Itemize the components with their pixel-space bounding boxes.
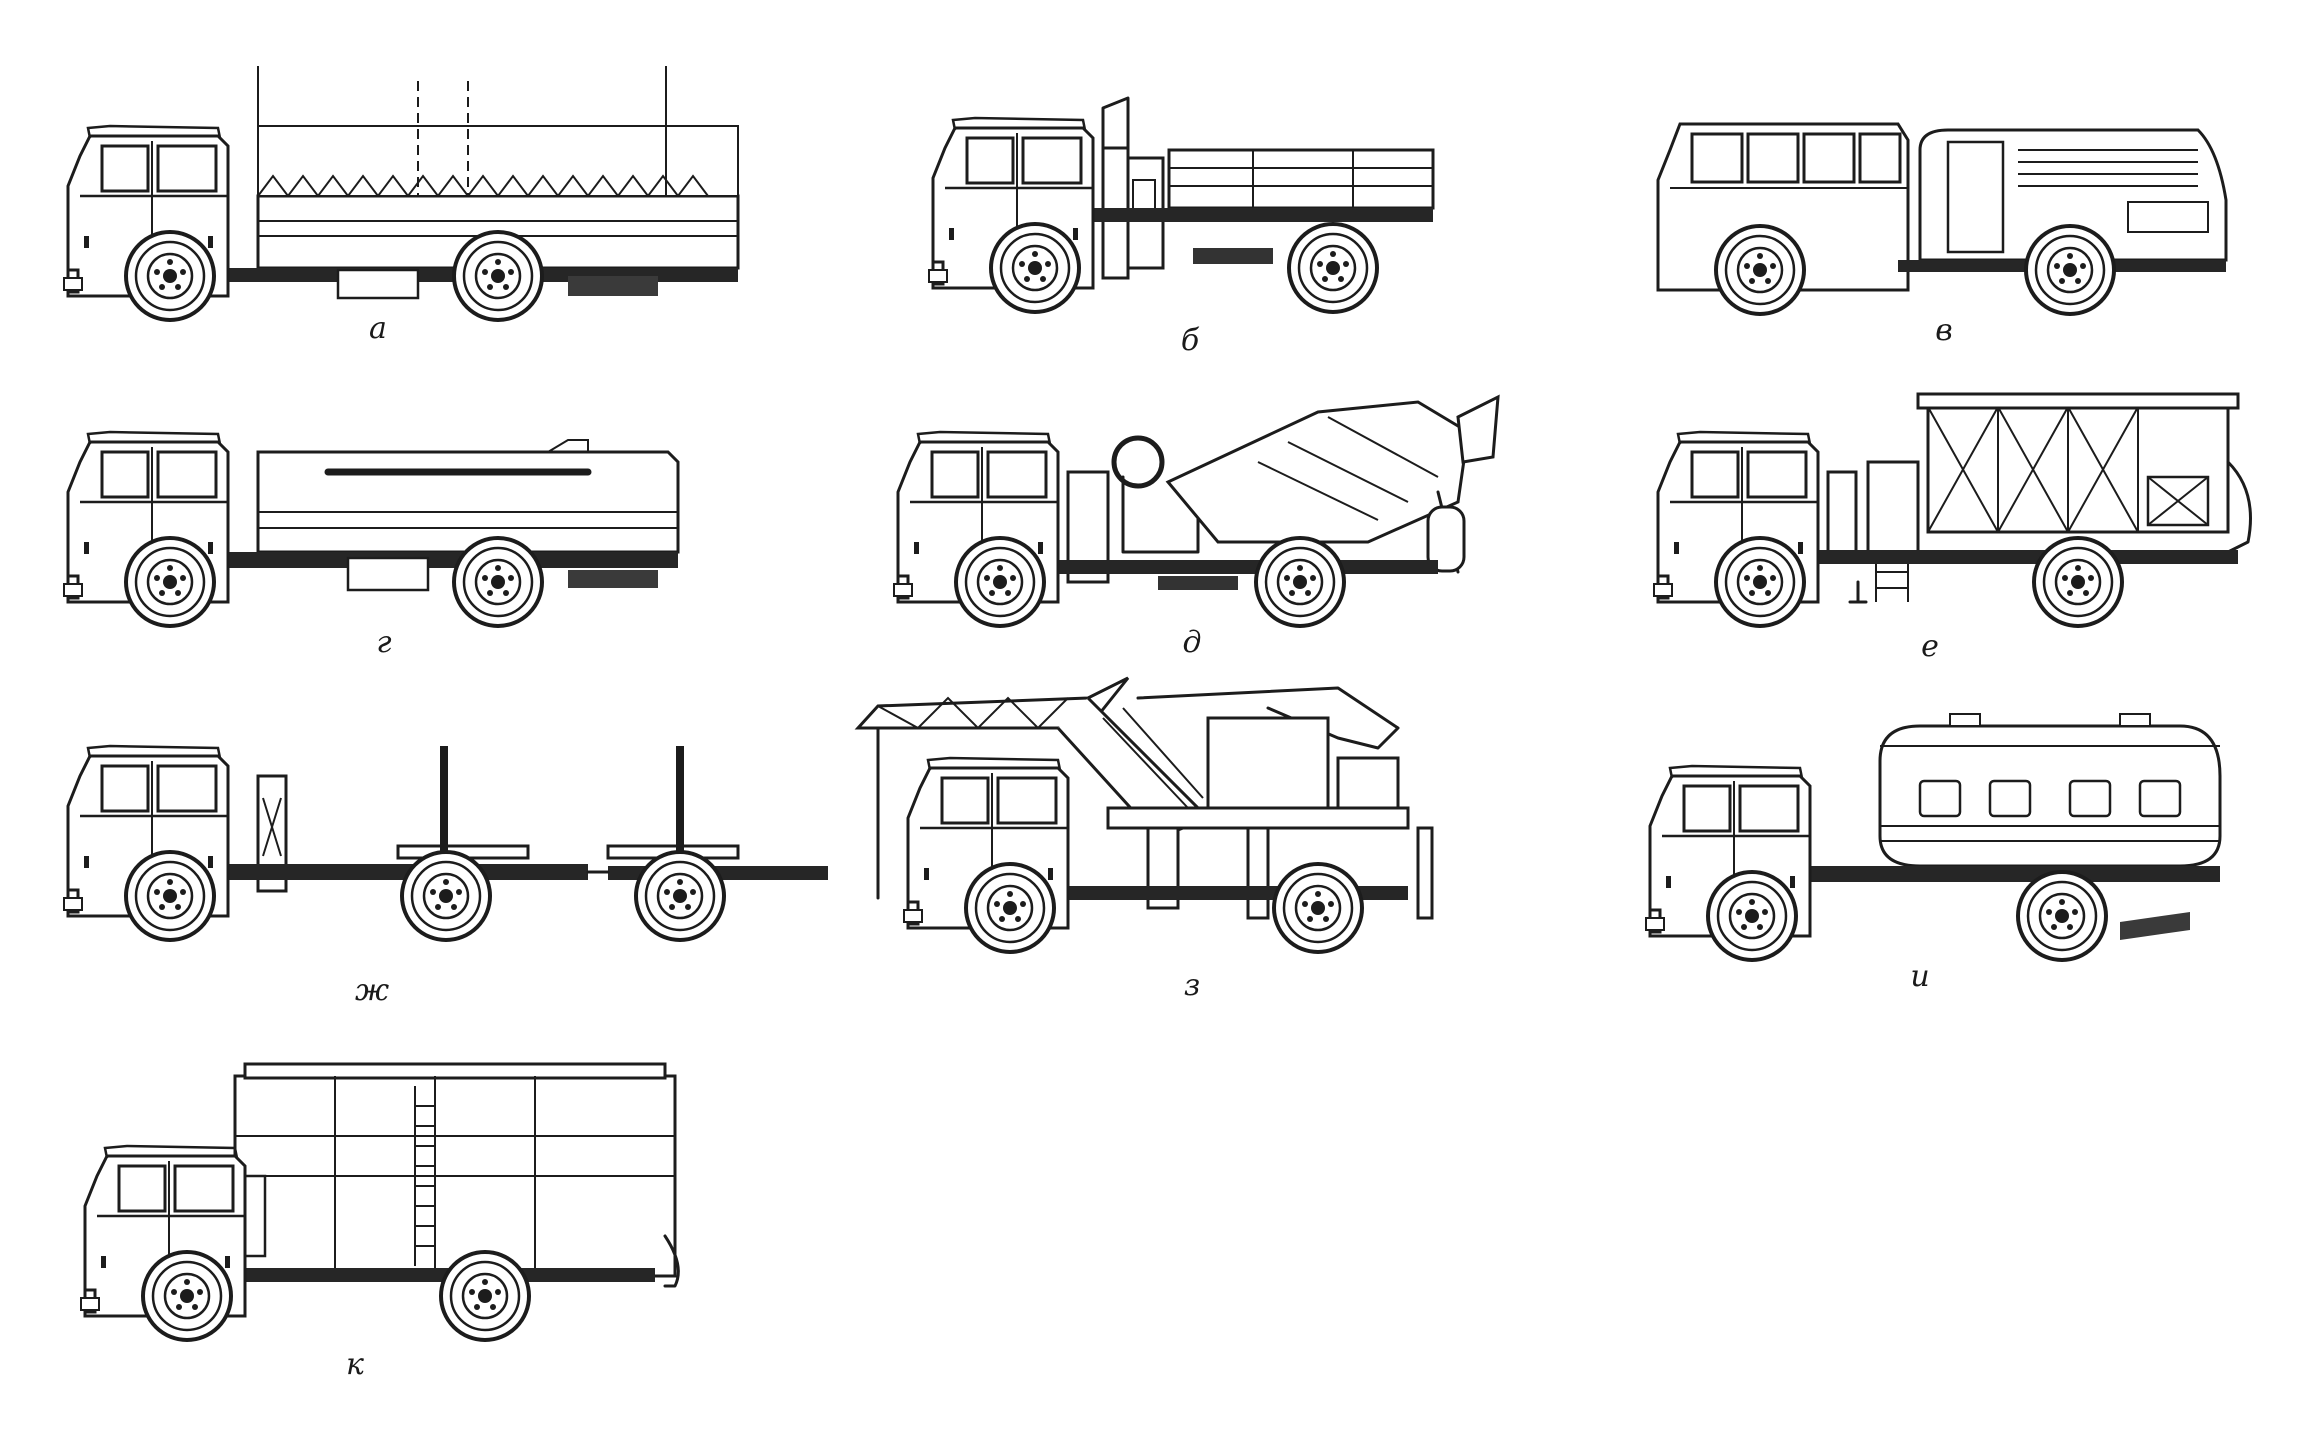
panel-v-van-truck — [1656, 122, 2228, 316]
panel-g-label: г — [376, 625, 391, 660]
panel-z-truck-crane — [854, 676, 1434, 954]
panel-zh-label: ж — [355, 973, 389, 1008]
panel-k-label: к — [346, 1347, 364, 1382]
panel-e-label: е — [1921, 629, 1939, 664]
panel-i-tank-truck — [1644, 713, 2222, 962]
panel-k-box-truck — [79, 1062, 680, 1342]
panel-i-label: и — [1910, 959, 1929, 994]
panel-a-flatbed-truck — [62, 66, 740, 322]
panel-b-label: б — [1181, 323, 1200, 358]
panel-d-label: д — [1182, 625, 1201, 660]
panel-d-concrete-mixer — [892, 394, 1500, 628]
panel-zh-timber-truck — [62, 744, 828, 942]
panel-e-spreader-truck — [1652, 392, 2252, 628]
panel-b-dump-truck — [927, 96, 1435, 314]
panel-v-label: в — [1935, 313, 1952, 348]
panel-g-tanker-truck — [62, 430, 680, 628]
panel-a-label: а — [369, 311, 387, 346]
panel-z-label: з — [1184, 968, 1200, 1003]
